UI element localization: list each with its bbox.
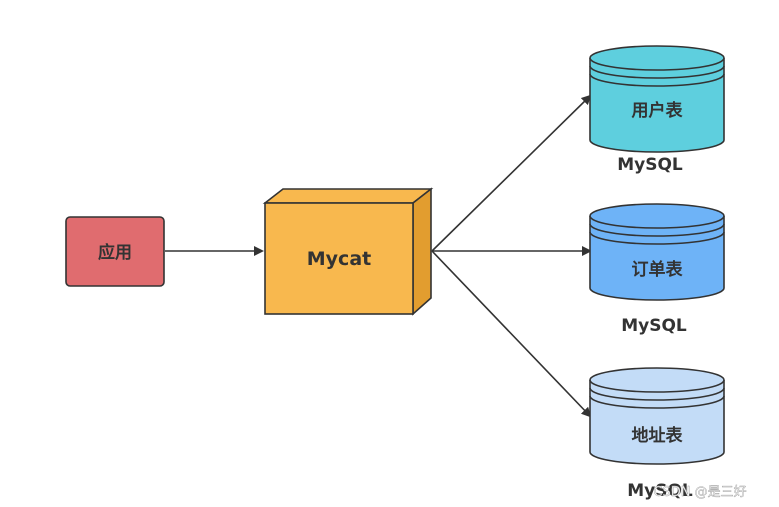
db-address-band xyxy=(589,387,725,401)
arrow-mycat-to-address-db xyxy=(431,250,592,418)
mycat-label: Mycat xyxy=(307,248,371,270)
db-user-node: 用户表 MySQL xyxy=(589,45,725,175)
db-order-cylinder xyxy=(589,216,725,301)
mycat-box-front xyxy=(264,202,414,315)
db-address-cylinder xyxy=(589,380,725,465)
db-address-top xyxy=(589,367,725,393)
app-node: 应用 xyxy=(65,216,165,287)
db-address-band-2 xyxy=(589,395,725,409)
app-label: 应用 xyxy=(98,242,132,263)
db-address-node: 地址表 MySQL xyxy=(589,367,725,501)
db-user-band xyxy=(589,65,725,79)
mycat-box-side xyxy=(412,187,432,316)
arrow-mycat-to-user-db xyxy=(431,94,592,252)
mycat-node: Mycat xyxy=(262,187,434,316)
db-order-node: 订单表 MySQL xyxy=(589,203,725,336)
connectors xyxy=(165,94,592,418)
mycat-box-top xyxy=(262,188,434,204)
db-order-top xyxy=(589,203,725,229)
db-address-table-label: 地址表 xyxy=(632,425,684,446)
db-user-top xyxy=(589,45,725,71)
db-order-band xyxy=(589,223,725,237)
db-order-table-label: 订单表 xyxy=(632,259,684,280)
db-user-cylinder xyxy=(589,58,725,153)
watermark-text: CSDN @是三好 xyxy=(653,485,746,500)
db-order-caption: MySQL xyxy=(621,316,687,336)
db-address-caption: MySQL xyxy=(627,481,693,501)
app-box xyxy=(65,216,165,287)
db-user-table-label: 用户表 xyxy=(632,100,684,121)
db-user-caption: MySQL xyxy=(617,155,683,175)
db-user-band-2 xyxy=(589,73,725,87)
db-order-band-2 xyxy=(589,231,725,245)
